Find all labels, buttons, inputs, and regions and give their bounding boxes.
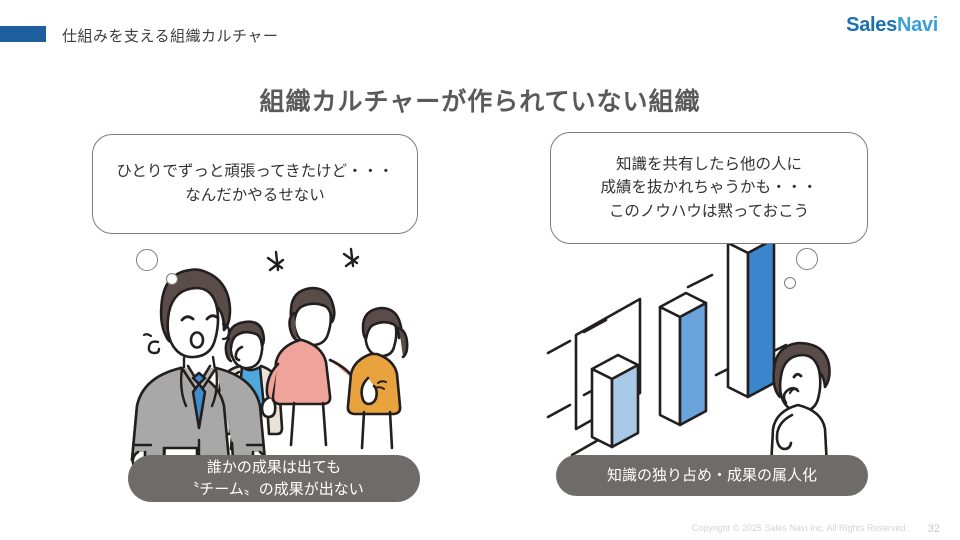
right-speech-bubble: 知識を共有したら他の人に 成績を抜かれちゃうかも・・・ このノウハウは黙っておこ… (550, 132, 868, 244)
left-bubble-line-2: なんだかやるせない (185, 187, 325, 204)
right-bubble-line-2: 成績を抜かれちゃうかも・・・ (600, 179, 818, 197)
left-caption-line-2: 〝チーム〟の成果が出ない (184, 480, 364, 498)
footer-copyright: Copyright © 2025 Sales Navi Inc. All Rig… (691, 523, 908, 533)
isometric-chart-illustration (546, 227, 831, 470)
left-caption-bar: 誰かの成果は出ても 〝チーム〟の成果が出ない (128, 455, 420, 502)
thought-circle-small-right (784, 277, 796, 289)
right-caption-line-1: 知識の独り占め・成果の属人化 (606, 466, 817, 484)
lonely-salesman-illustration (130, 247, 409, 465)
right-caption-bar: 知識の独り占め・成果の属人化 (556, 455, 868, 496)
footer-page-number: 32 (927, 523, 940, 535)
thought-circle-large-right (796, 248, 818, 270)
thought-circle-small-left (166, 273, 178, 285)
logo-word-navi: Navi (896, 14, 938, 36)
left-caption-line-1: 誰かの成果は出ても (206, 458, 342, 476)
logo-word-sales: Sales (846, 14, 897, 36)
left-bubble-line-1: ひとりでずっと頑張ってきたけど・・・ (116, 163, 394, 181)
right-bubble-line-3: このノウハウは黙っておこう (608, 202, 810, 220)
sales-navi-logo: SalesNavi (846, 14, 938, 37)
header-accent-block (0, 26, 46, 42)
header-bar: 仕組みを支える組織カルチャー SalesNavi (0, 0, 960, 56)
section-title: 仕組みを支える組織カルチャー (62, 28, 279, 45)
left-speech-bubble: ひとりでずっと頑張ってきたけど・・・ なんだかやるせない (92, 134, 418, 234)
page-title: 組織カルチャーが作られていない組織 (259, 88, 701, 116)
right-bubble-line-1: 知識を共有したら他の人に (615, 155, 802, 173)
thought-circle-large-left (136, 249, 158, 271)
